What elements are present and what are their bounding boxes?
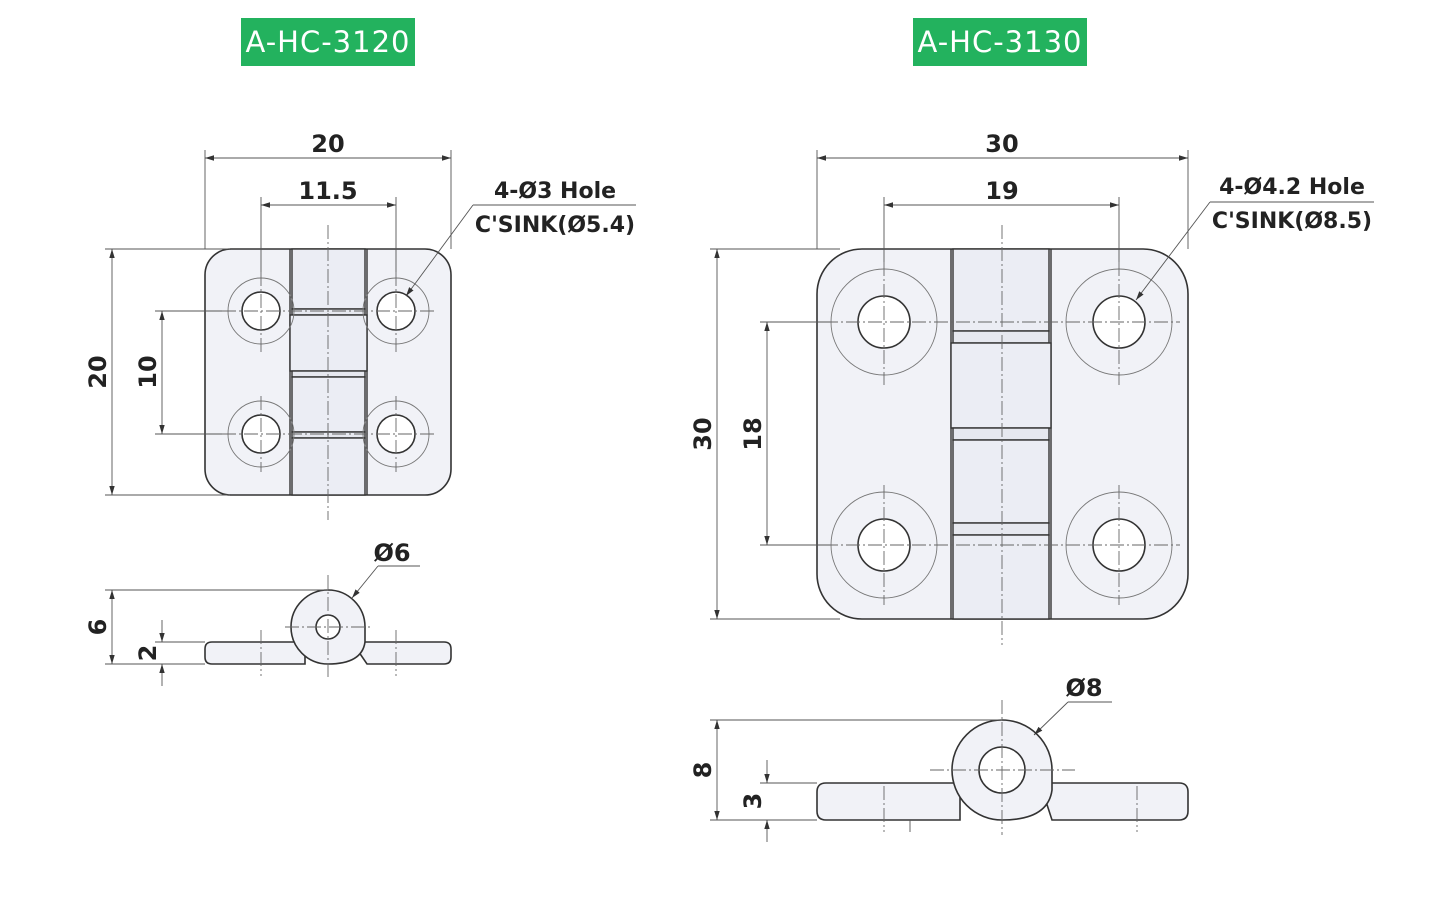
- dim-b-hole-spacing-height: 18: [739, 417, 767, 450]
- dim-a-hole-spacing-width: 11.5: [298, 177, 357, 205]
- dim-a-overall-width: 20: [311, 130, 344, 158]
- model-badge-a-hc-3130: A-HC-3130: [913, 18, 1087, 66]
- dim-b-side-height: 8: [689, 762, 717, 779]
- hinge-a-side-view: [204, 575, 452, 678]
- hinge-a-dimensions: 20 11.5 20 10 4-Ø3 Hole C'SINK(Ø5.4): [84, 130, 636, 496]
- dim-a-overall-height: 20: [84, 355, 112, 388]
- hole-note-b-line1: 4-Ø4.2 Hole: [1219, 175, 1365, 200]
- hinge-b-side-view: [816, 700, 1189, 835]
- dim-b-hole-spacing-width: 19: [985, 177, 1018, 205]
- dim-a-knuckle-dia: Ø6: [373, 539, 410, 567]
- dim-a-hole-spacing-height: 10: [134, 355, 162, 388]
- hole-note-a-line2: C'SINK(Ø5.4): [475, 213, 635, 238]
- hinge-a-top-view: [204, 225, 452, 520]
- hole-note-a-line1: 4-Ø3 Hole: [494, 179, 616, 204]
- model-badge-a-hc-3120: A-HC-3120: [241, 18, 415, 66]
- dim-b-overall-width: 30: [985, 130, 1018, 158]
- dim-b-knuckle-dia: Ø8: [1065, 674, 1102, 702]
- hinge-b-dimensions: 30 19 30 18 4-Ø4.2 Hole C'SINK(Ø8.5): [689, 130, 1374, 620]
- dim-b-thickness: 3: [739, 793, 767, 810]
- dim-a-side-height: 6: [84, 619, 112, 636]
- hinge-a-side-dimensions: 6 2 Ø6: [84, 539, 420, 686]
- dim-b-overall-height: 30: [689, 417, 717, 450]
- hinge-b-top-view: [816, 225, 1189, 645]
- dim-a-thickness: 2: [134, 645, 162, 662]
- hole-note-b-line2: C'SINK(Ø8.5): [1212, 209, 1372, 234]
- hinge-b-side-dimensions: 8 3 Ø8: [689, 674, 1112, 842]
